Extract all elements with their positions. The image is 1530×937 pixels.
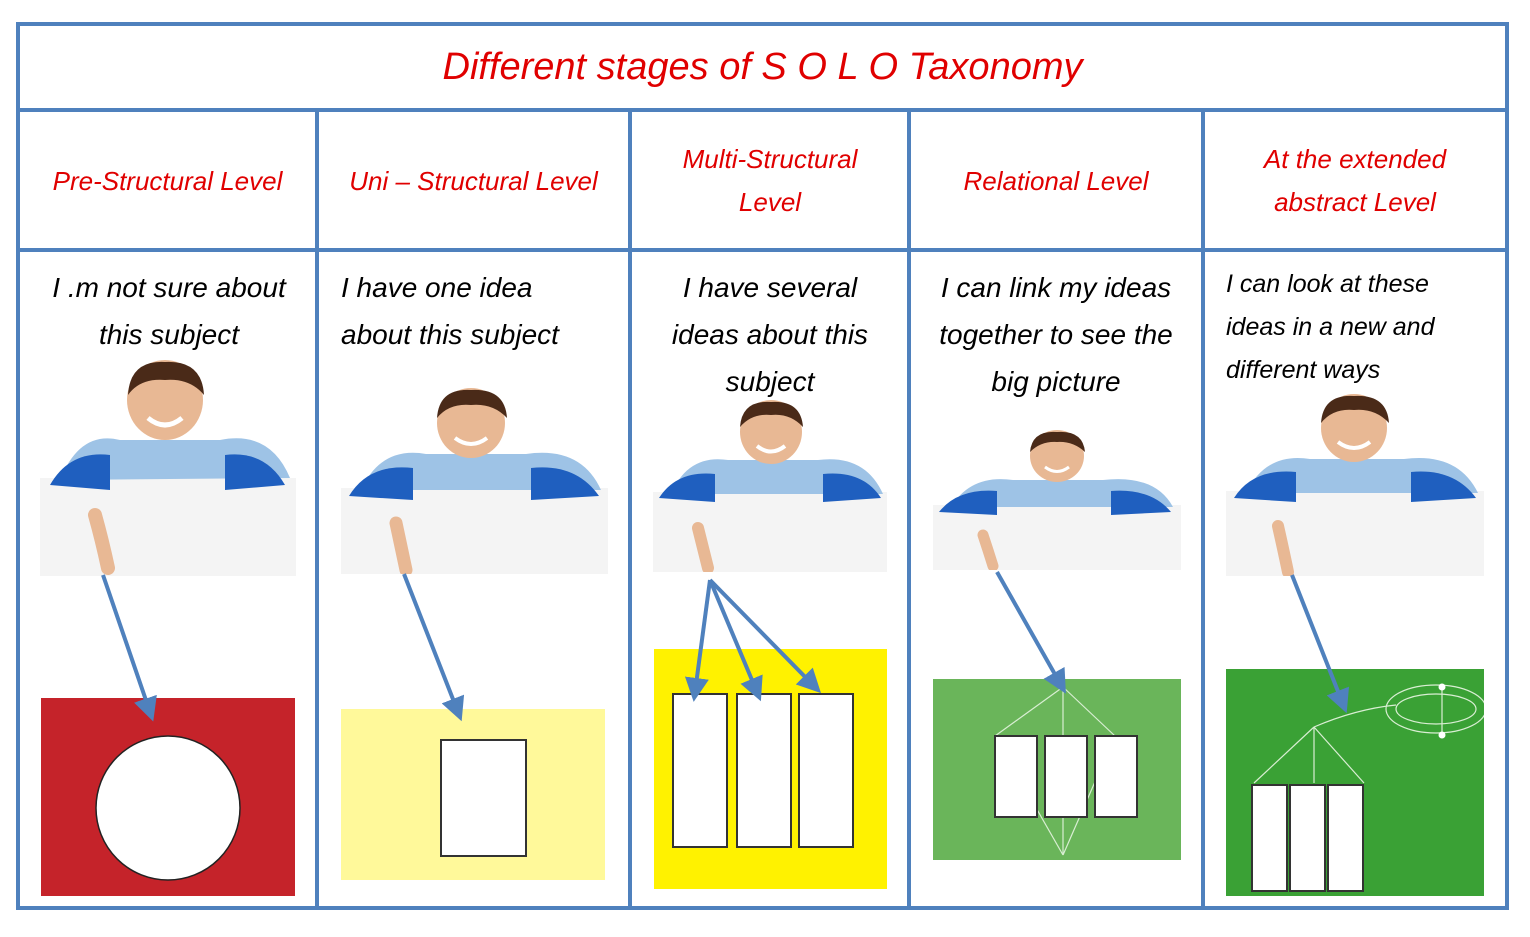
rectangle-shape <box>1094 735 1138 818</box>
heading-multi-structural: Multi-Structural Level <box>682 144 858 217</box>
relational-card <box>933 679 1181 860</box>
column-divider-1 <box>315 108 319 910</box>
arrow-down <box>995 571 1066 694</box>
multi-structural-card <box>654 649 887 889</box>
pre-structural-card <box>41 698 295 896</box>
child-pointing-illustration <box>1226 394 1484 576</box>
description-pre-structural: I .m not sure about this subject <box>52 272 286 350</box>
arrow-down <box>684 579 712 702</box>
column-divider-2 <box>628 108 632 910</box>
column-divider-4 <box>1201 108 1205 910</box>
arrow-down <box>1290 574 1350 714</box>
child-pointing-illustration <box>653 400 887 572</box>
arrow-down <box>402 573 465 722</box>
rectangle-shape <box>1289 784 1326 892</box>
heading-uni-structural: Uni – Structural Level <box>349 165 598 196</box>
description-multi-structural: I have several ideas about this subject <box>671 272 869 397</box>
uni-structural-card <box>341 709 605 880</box>
header-divider <box>16 248 1509 252</box>
extended-abstract-card <box>1226 669 1484 896</box>
description-extended-abstract: I can look at these ideas in a new and d… <box>1226 270 1435 384</box>
heading-pre-structural: Pre-Structural Level <box>52 165 283 196</box>
rectangle-shape <box>798 693 854 848</box>
description-relational: I can link my ideas together to see the … <box>939 272 1173 397</box>
page-title: Different stages of S O L O Taxonomy <box>442 45 1083 88</box>
rectangle-shape <box>1251 784 1288 892</box>
rectangle-shape <box>994 735 1038 818</box>
rectangle-shape <box>1327 784 1364 892</box>
arrow-down <box>101 574 157 722</box>
rectangle-shape <box>1044 735 1088 818</box>
child-pointing-illustration <box>341 388 608 574</box>
title-divider <box>16 108 1509 112</box>
child-pointing-illustration <box>933 430 1181 570</box>
arrow-down <box>708 579 763 702</box>
column-divider-3 <box>907 108 911 910</box>
child-pointing-illustration <box>40 360 296 576</box>
description-uni-structural: I have one idea about this subject <box>341 272 559 350</box>
arrow-down <box>708 578 822 694</box>
rectangle-shape <box>736 693 792 848</box>
heading-relational: Relational Level <box>963 165 1149 196</box>
rectangle-shape <box>672 693 728 848</box>
rectangle-shape <box>440 739 527 857</box>
heading-extended-abstract: At the extended abstract Level <box>1263 144 1447 217</box>
circle-shape <box>95 735 241 881</box>
table-frame <box>16 22 1509 910</box>
